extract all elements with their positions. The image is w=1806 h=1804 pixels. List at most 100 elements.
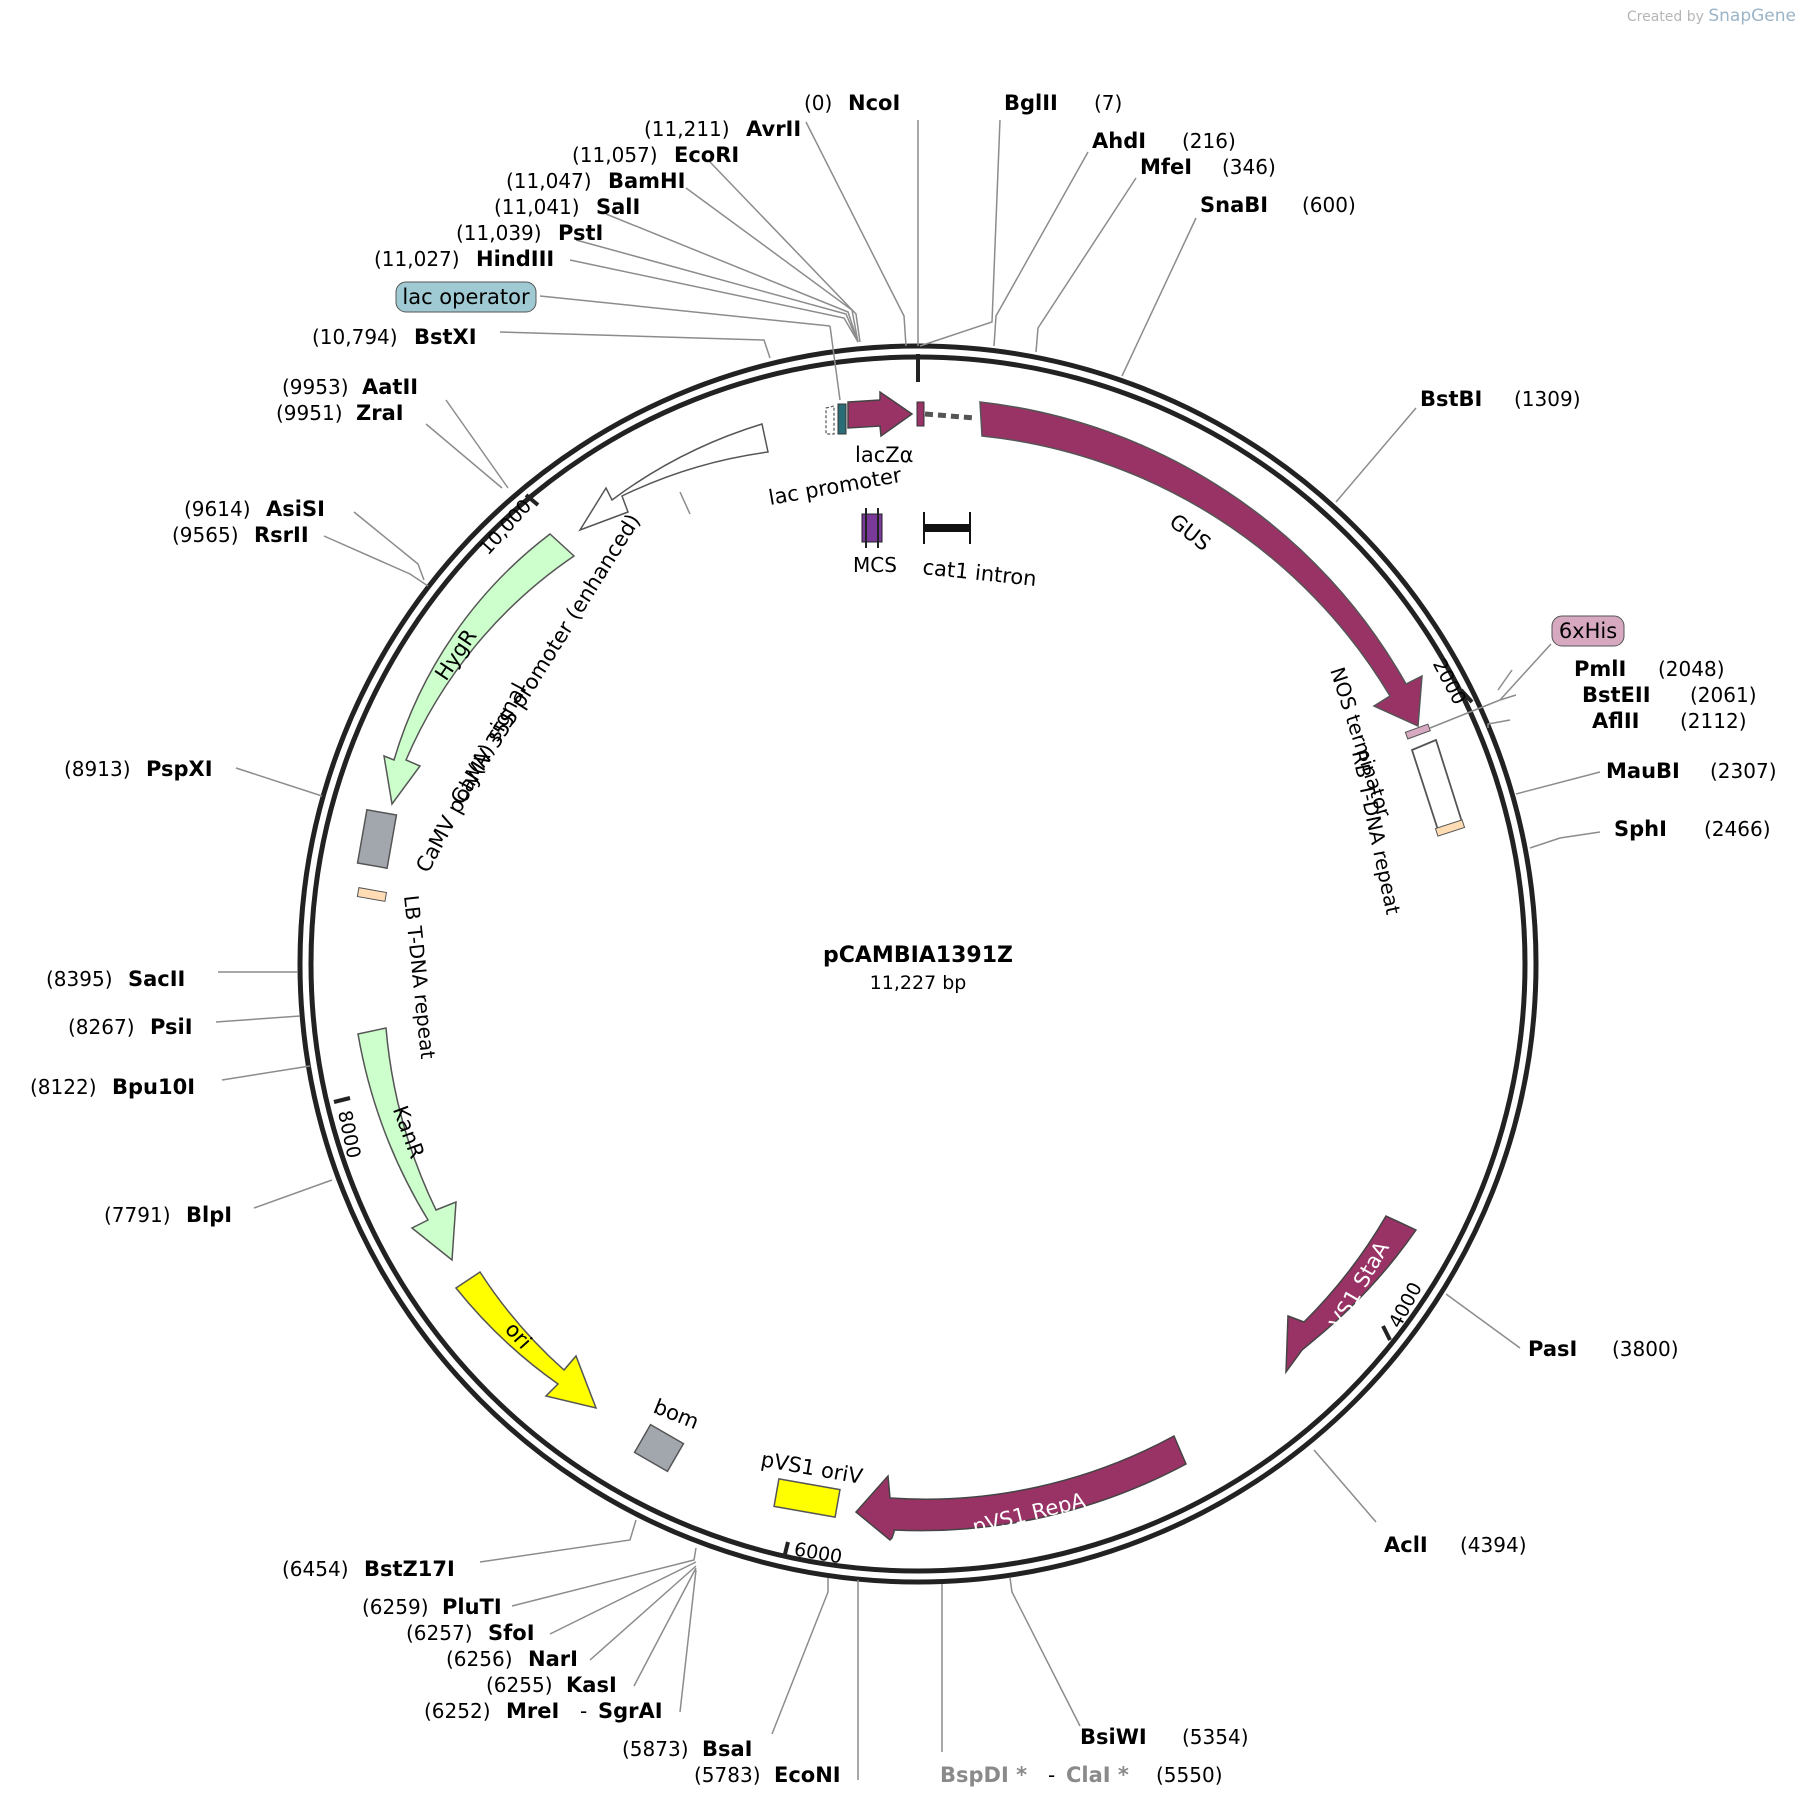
site-pos-maubi: (2307) — [1710, 759, 1777, 783]
site-pos-bsteii: (2061) — [1690, 683, 1757, 707]
site-pos-aatii: (9953) — [282, 375, 349, 399]
site-pos-ecori: (11,057) — [572, 143, 658, 167]
site-pos-hindiii: (11,027) — [374, 247, 460, 271]
site-name-acli[interactable]: AclI — [1384, 1533, 1428, 1557]
lac-operator-pill[interactable] — [395, 281, 537, 313]
site-name-blpi[interactable]: BlpI — [186, 1203, 232, 1227]
tick-label-6000: 6000 — [792, 1538, 843, 1568]
plasmid-name: pCAMBIA1391Z — [823, 943, 1013, 968]
site-name-sacii[interactable]: SacII — [128, 967, 185, 991]
site-name-nari[interactable]: NarI — [528, 1647, 578, 1671]
site-pos-pluti: (6259) — [362, 1595, 429, 1619]
site-name-kasi[interactable]: KasI — [566, 1673, 617, 1697]
6xhis-label: 6xHis — [1559, 619, 1617, 643]
site-name-maubi[interactable]: MauBI — [1606, 759, 1680, 783]
site-pos-aflii: (2112) — [1680, 709, 1747, 733]
site-pos-sacii: (8395) — [46, 967, 113, 991]
feature-box-nos-terminator[interactable] — [1410, 738, 1464, 832]
site-name-ahdi[interactable]: AhdI — [1092, 129, 1146, 153]
site-name-bsiwi[interactable]: BsiWI — [1080, 1725, 1147, 1749]
site-name-pasi[interactable]: PasI — [1528, 1337, 1577, 1361]
site-name-pspxi[interactable]: PspXI — [146, 757, 213, 781]
site-name-aatii[interactable]: AatII — [362, 375, 418, 399]
site-name-mrei[interactable]: MreI — [506, 1699, 559, 1723]
feature-box-lb-tdna[interactable] — [356, 887, 388, 902]
site-name-bstz17i[interactable]: BstZ17I — [364, 1557, 455, 1581]
feature-arrow-lacz[interactable] — [847, 390, 914, 438]
feature-cat1-intron[interactable] — [924, 524, 970, 532]
site-pos-sali: (11,041) — [494, 195, 580, 219]
site-pos-pmli: (2048) — [1658, 657, 1725, 681]
site-pos-acli: (4394) — [1460, 1533, 1527, 1557]
feature-arrow-hygr[interactable] — [383, 533, 576, 806]
site-pos-bsiwi: (5354) — [1182, 1725, 1249, 1749]
site-name-mfei[interactable]: MfeI — [1140, 155, 1192, 179]
site-name-snabi[interactable]: SnaBI — [1200, 193, 1268, 217]
feature-box-pvs1-oriv[interactable] — [773, 1477, 841, 1519]
site-pos-pasi: (3800) — [1612, 1337, 1679, 1361]
feature-arrow-kanr[interactable] — [357, 1027, 457, 1262]
site-name-psii[interactable]: PsiI — [150, 1015, 193, 1039]
site-name-zrai[interactable]: ZraI — [356, 401, 404, 425]
feature-box-lac-operator[interactable] — [837, 403, 847, 435]
feature-arrow-pvs1-staa[interactable] — [1285, 1215, 1418, 1375]
site-name-hindiii[interactable]: HindIII — [476, 247, 554, 271]
site-pos-bamhi: (11,047) — [506, 169, 592, 193]
feature-arrow-camv35s[interactable] — [578, 423, 769, 532]
site-name-bstbi[interactable]: BstBI — [1420, 387, 1482, 411]
site-name-bstxi[interactable]: BstXI — [414, 325, 477, 349]
created-by-credit: Created by SnapGene — [1627, 6, 1796, 26]
6xhis-pill[interactable] — [1551, 615, 1625, 647]
site-name-sfoi[interactable]: SfoI — [488, 1621, 535, 1645]
tick-label-2000: 2000 — [1428, 655, 1470, 708]
site-name-sgrai[interactable]: SgrAI — [598, 1699, 663, 1723]
site-name-asisi[interactable]: AsiSI — [266, 497, 325, 521]
feature-label-pvs1-oriv: pVS1 oriV — [759, 1447, 865, 1489]
feature-arrow-gus[interactable] — [979, 401, 1423, 728]
6xhis-callout: 6xHis — [1429, 615, 1625, 729]
site-pos-clai: (5550) — [1156, 1763, 1223, 1787]
site-name-rsrii[interactable]: RsrII — [254, 523, 309, 547]
site-pos-mrei: (6252) — [424, 1699, 491, 1723]
site-name-clai[interactable]: ClaI * — [1066, 1763, 1129, 1787]
site-pos-bsai: (5873) — [622, 1737, 689, 1761]
lac-operator-label: lac operator — [402, 285, 530, 309]
site-pos-pspxi: (8913) — [64, 757, 131, 781]
site-name-bsteii[interactable]: BstEII — [1582, 683, 1651, 707]
site-name-econi[interactable]: EcoNI — [774, 1763, 841, 1787]
site-name-ecori[interactable]: EcoRI — [674, 143, 739, 167]
site-pos-ncoi: (0) — [804, 91, 832, 115]
site-name-sali[interactable]: SalI — [596, 195, 640, 219]
site-pos-psti: (11,039) — [456, 221, 542, 245]
site-name-bspdi[interactable]: BspDI * — [940, 1763, 1027, 1787]
site-name-ncoi[interactable]: NcoI — [848, 91, 900, 115]
snapgene-logo-text: SnapGene — [1708, 6, 1796, 26]
site-name-bglii[interactable]: BglII — [1004, 91, 1058, 115]
site-labels: (0) NcoI BglII (7) AhdI (216) MfeI (346)… — [30, 91, 1777, 1787]
feature-box-rb-tdna[interactable] — [1434, 819, 1466, 837]
site-name-sphi[interactable]: SphI — [1614, 817, 1667, 841]
site-name-psti[interactable]: PstI — [558, 221, 603, 245]
feature-label-lb-tdna: LB T-DNA repeat — [399, 894, 440, 1060]
feature-box-camv-polya[interactable] — [356, 808, 398, 870]
site-pos-nari: (6256) — [446, 1647, 513, 1671]
site-name-bamhi[interactable]: BamHI — [608, 169, 685, 193]
site-name-avrii[interactable]: AvrII — [746, 117, 801, 141]
site-dash-mrei: - — [580, 1699, 587, 1723]
site-name-bpu10i[interactable]: Bpu10I — [112, 1075, 195, 1099]
feature-arrow-pvs1-repa[interactable] — [854, 1434, 1187, 1542]
site-name-pluti[interactable]: PluTI — [442, 1595, 502, 1619]
feature-arrow-ori[interactable] — [454, 1270, 598, 1410]
feature-box-bom[interactable] — [633, 1423, 685, 1473]
site-name-aflii[interactable]: AflII — [1592, 709, 1639, 733]
feature-lac-promoter[interactable] — [825, 405, 835, 435]
plasmid-size: 11,227 bp — [870, 972, 967, 994]
feature-box-start — [916, 401, 925, 427]
site-leaders — [215, 119, 1601, 1780]
site-name-pmli[interactable]: PmlI — [1574, 657, 1626, 681]
site-name-bsai[interactable]: BsaI — [702, 1737, 753, 1761]
tick-label-8000: 8000 — [333, 1108, 365, 1160]
site-pos-psii: (8267) — [68, 1015, 135, 1039]
feature-label-lac-promoter: lac promoter — [767, 463, 904, 510]
feature-box-6xhis[interactable] — [1404, 723, 1431, 740]
